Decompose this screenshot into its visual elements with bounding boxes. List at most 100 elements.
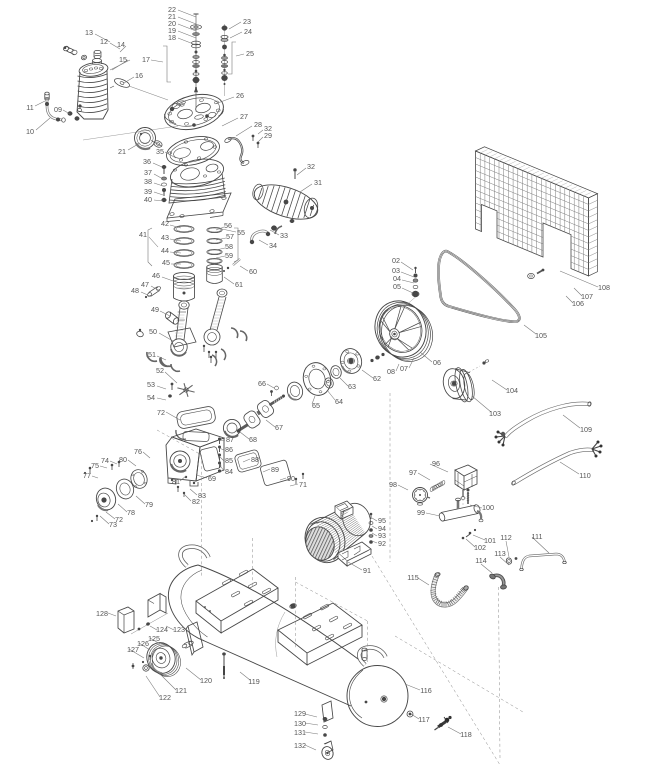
svg-text:69: 69 (208, 474, 216, 483)
svg-text:81: 81 (172, 477, 180, 486)
svg-text:25: 25 (246, 49, 254, 58)
svg-text:95: 95 (378, 516, 386, 525)
svg-text:73: 73 (109, 520, 117, 529)
svg-text:33: 33 (280, 231, 288, 240)
svg-text:35: 35 (156, 147, 164, 156)
svg-text:15: 15 (119, 55, 127, 64)
svg-text:56: 56 (224, 221, 232, 230)
svg-text:115: 115 (407, 573, 418, 582)
svg-text:51: 51 (148, 350, 156, 359)
svg-text:123: 123 (173, 625, 185, 634)
svg-text:42: 42 (161, 219, 169, 228)
svg-text:38: 38 (144, 177, 152, 186)
svg-text:02: 02 (392, 256, 400, 265)
svg-text:114: 114 (475, 556, 486, 565)
svg-text:72: 72 (115, 515, 123, 524)
svg-text:113: 113 (494, 549, 505, 558)
svg-text:77: 77 (83, 471, 91, 480)
svg-text:118: 118 (460, 730, 471, 739)
svg-text:23: 23 (243, 17, 251, 26)
svg-text:93: 93 (378, 531, 386, 540)
svg-text:43: 43 (161, 233, 169, 242)
svg-text:45: 45 (162, 258, 170, 267)
svg-text:76: 76 (134, 447, 142, 456)
svg-text:53: 53 (147, 380, 155, 389)
svg-text:34: 34 (269, 241, 277, 250)
svg-text:91: 91 (363, 566, 371, 575)
svg-text:18: 18 (168, 33, 176, 42)
svg-text:41: 41 (139, 230, 147, 239)
svg-text:68: 68 (249, 435, 257, 444)
svg-text:117: 117 (418, 715, 429, 724)
svg-text:12: 12 (100, 37, 108, 46)
svg-text:63: 63 (348, 382, 356, 391)
svg-text:107: 107 (581, 292, 593, 301)
svg-text:59: 59 (225, 251, 233, 260)
svg-text:67: 67 (275, 423, 283, 432)
svg-text:40: 40 (144, 195, 152, 204)
svg-text:131: 131 (294, 728, 306, 737)
svg-text:32: 32 (307, 162, 315, 171)
svg-text:06: 06 (433, 358, 441, 367)
svg-text:120: 120 (200, 676, 212, 685)
svg-text:66: 66 (258, 379, 266, 388)
svg-text:62: 62 (373, 374, 381, 383)
svg-text:116: 116 (420, 686, 431, 695)
svg-text:11: 11 (26, 103, 33, 112)
svg-text:111: 111 (532, 532, 543, 541)
svg-text:110: 110 (579, 471, 590, 480)
svg-text:125: 125 (148, 634, 160, 643)
svg-text:99: 99 (417, 508, 425, 517)
svg-text:98: 98 (389, 480, 397, 489)
svg-text:14: 14 (117, 40, 125, 49)
svg-text:54: 54 (147, 393, 155, 402)
svg-text:03: 03 (392, 266, 400, 275)
svg-text:102: 102 (474, 543, 486, 552)
svg-text:24: 24 (244, 27, 252, 36)
svg-text:78: 78 (127, 508, 135, 517)
svg-text:105: 105 (535, 331, 547, 340)
svg-text:88: 88 (251, 455, 259, 464)
svg-text:71: 71 (299, 480, 307, 489)
svg-text:109: 109 (580, 425, 592, 434)
svg-text:101: 101 (484, 536, 496, 545)
svg-text:90: 90 (287, 474, 295, 483)
svg-text:97: 97 (409, 468, 417, 477)
svg-text:92: 92 (378, 539, 386, 548)
svg-text:58: 58 (225, 242, 233, 251)
svg-text:28: 28 (254, 120, 262, 129)
svg-text:55: 55 (237, 228, 245, 237)
svg-text:104: 104 (506, 386, 518, 395)
svg-text:46: 46 (152, 271, 160, 280)
svg-text:72: 72 (157, 408, 165, 417)
svg-text:16: 16 (135, 71, 143, 80)
svg-text:84: 84 (225, 467, 233, 476)
svg-text:04: 04 (393, 274, 401, 283)
svg-text:37: 37 (144, 168, 152, 177)
svg-text:83: 83 (198, 491, 206, 500)
svg-text:79: 79 (145, 500, 153, 509)
svg-text:26: 26 (236, 91, 244, 100)
svg-text:96: 96 (432, 459, 440, 468)
svg-text:50: 50 (149, 327, 157, 336)
svg-text:80: 80 (119, 455, 127, 464)
svg-text:31: 31 (314, 178, 322, 187)
svg-text:57: 57 (226, 232, 234, 241)
svg-text:52: 52 (156, 366, 164, 375)
svg-text:29: 29 (264, 131, 272, 140)
svg-text:64: 64 (335, 397, 343, 406)
svg-text:21: 21 (168, 12, 176, 21)
svg-text:132: 132 (294, 741, 306, 750)
svg-text:82: 82 (192, 497, 200, 506)
svg-text:39: 39 (144, 187, 152, 196)
svg-text:103: 103 (489, 409, 501, 418)
svg-text:108: 108 (598, 283, 610, 292)
svg-text:124: 124 (156, 625, 168, 634)
svg-text:60: 60 (249, 267, 257, 276)
svg-text:19: 19 (168, 26, 176, 35)
svg-text:08: 08 (387, 367, 395, 376)
svg-text:17: 17 (142, 55, 150, 64)
svg-text:22: 22 (168, 5, 176, 14)
svg-text:36: 36 (143, 157, 151, 166)
svg-text:112: 112 (500, 533, 511, 542)
